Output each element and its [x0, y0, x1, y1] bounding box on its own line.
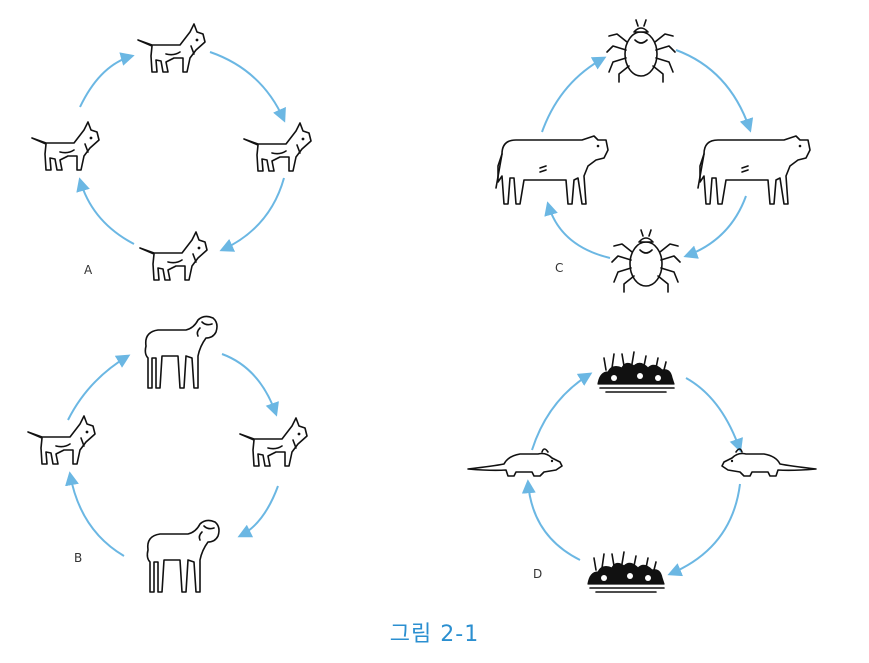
- host-dog-right: [243, 122, 312, 172]
- host-rodent-left: [467, 448, 563, 477]
- host-tick-bottom: [611, 229, 681, 293]
- cycle-arrow: [79, 52, 135, 108]
- panel-label-b: B: [74, 551, 82, 565]
- reservoir-soil-top: [597, 351, 675, 393]
- host-dog-left: [31, 121, 100, 171]
- cycle-arrow: [65, 471, 125, 557]
- cycle-arrow: [209, 51, 286, 123]
- panel-d: D: [467, 351, 817, 593]
- cycle-arrow: [541, 56, 607, 133]
- host-cow-right: [697, 135, 811, 205]
- cycle-arrow: [76, 177, 135, 245]
- cycle-arrow: [675, 49, 754, 133]
- cycle-arrow: [219, 177, 285, 252]
- panel-label-c: C: [555, 261, 563, 275]
- cycle-arrow: [683, 195, 747, 259]
- cycle-arrow: [67, 354, 131, 421]
- cycle-arrow: [685, 377, 743, 453]
- host-tick-top: [606, 19, 676, 83]
- panel-label-d: D: [533, 567, 542, 581]
- host-dog-top: [137, 23, 206, 73]
- panel-b: B: [27, 315, 308, 593]
- host-dog-right: [239, 417, 308, 467]
- host-cow-left: [495, 135, 609, 205]
- host-dog-left: [27, 415, 96, 465]
- cycle-arrow: [544, 201, 611, 259]
- host-dog-bottom: [139, 231, 208, 281]
- panel-a: A: [31, 23, 312, 281]
- host-sheep-top: [144, 315, 218, 389]
- cycle-arrow: [221, 353, 279, 417]
- cycle-arrow: [667, 483, 741, 577]
- panel-c: C: [495, 19, 811, 293]
- cycle-arrow: [237, 485, 279, 538]
- panel-label-a: A: [84, 263, 93, 277]
- cycle-arrow: [531, 372, 593, 451]
- reservoir-soil-bottom: [587, 551, 665, 593]
- host-rodent-right: [721, 448, 817, 477]
- host-sheep-bottom: [146, 519, 220, 593]
- figure-caption: 그림 2-1: [389, 622, 480, 647]
- cycle-arrow: [521, 479, 581, 561]
